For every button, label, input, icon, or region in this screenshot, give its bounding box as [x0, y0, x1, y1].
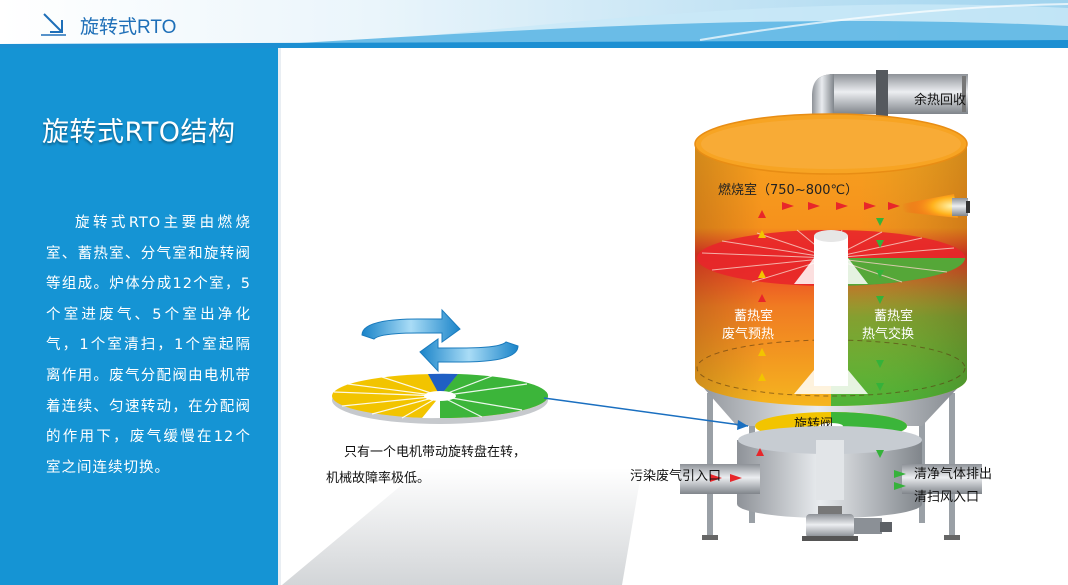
- header-arrow-icon: [40, 10, 68, 38]
- distribution-disc: [332, 374, 548, 424]
- note-line-1: 只有一个电机带动旋转盘在转，: [344, 444, 526, 460]
- header-bar: 旋转式RTO: [0, 0, 1068, 48]
- panel-divider: [278, 48, 281, 585]
- inlet-label: 污染废气引入口: [630, 468, 721, 484]
- heat-recovery-label: 余热回收: [914, 92, 966, 108]
- regenerator-right-label-2: 热气交换: [862, 326, 914, 342]
- regenerator-right-label-1: 蓄热室: [874, 308, 913, 324]
- left-info-panel: 旋转式RTO结构 旋转式RTO主要由燃烧室、蓄热室、分气室和旋转阀等组成。炉体分…: [0, 48, 278, 585]
- rotation-arrows-icon: [362, 310, 518, 371]
- note-line-2: 机械故障率极低。: [326, 470, 430, 486]
- header-title: 旋转式RTO: [80, 12, 176, 39]
- regenerator-left-label-2: 废气预热: [722, 326, 774, 342]
- purge-inlet-label: 清扫风入口: [914, 490, 979, 505]
- regenerator-left-label-1: 蓄热室: [734, 308, 773, 324]
- combustion-chamber-label: 燃烧室（750~800℃）: [718, 182, 858, 198]
- rto-structure-diagram: 余热回收: [282, 48, 1068, 585]
- burner-nozzle: [952, 198, 968, 216]
- panel-title: 旋转式RTO结构: [42, 110, 236, 149]
- rto-tank: [695, 114, 967, 406]
- outlet-label: 清净气体排出: [914, 466, 992, 482]
- panel-description: 旋转式RTO主要由燃烧室、蓄热室、分气室和旋转阀等组成。炉体分成12个室，5个室…: [46, 208, 251, 483]
